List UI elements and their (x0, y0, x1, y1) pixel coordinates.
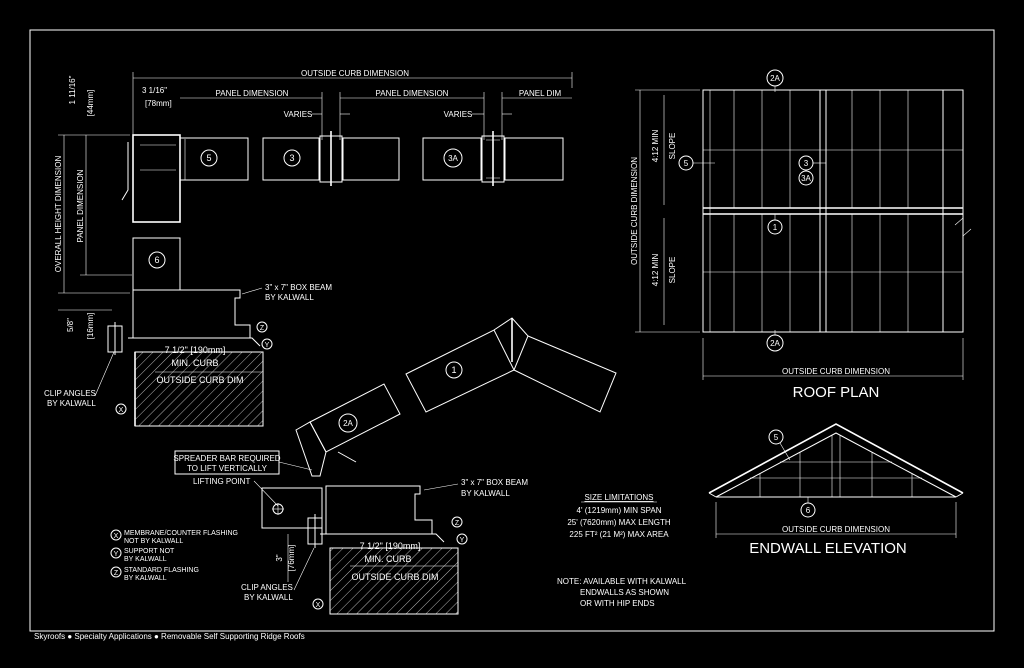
roof-plan-marker-2a-top: 2A (770, 74, 780, 83)
panel-dimension-vertical: PANEL DIMENSION (76, 169, 85, 242)
overall-height-label: OVERALL HEIGHT DIMENSION (54, 156, 63, 273)
legend-z-line-1: STANDARD FLASHING (124, 567, 199, 574)
outside-curb-dimension-label: OUTSIDE CURB DIMENSION (301, 69, 409, 78)
marker-y-upper: Y (265, 342, 270, 349)
outside-curb-dim-label-2: OUTSIDE CURB DIM (351, 572, 438, 582)
marker-y-lower: Y (460, 537, 465, 544)
marker-2a-ridge: 2A (343, 419, 353, 428)
outside-curb-dim-label: OUTSIDE CURB DIM (156, 375, 243, 385)
marker-z-upper: Z (260, 325, 265, 332)
endwall-outside-curb-label: OUTSIDE CURB DIMENSION (782, 525, 890, 534)
marker-z-lower: Z (455, 520, 460, 527)
spreader-bar-line-1: SPREADER BAR REQUIRED (173, 454, 280, 463)
legend-y-line-2: BY KALWALL (124, 556, 167, 563)
roof-plan-marker-1: 1 (773, 223, 778, 232)
lower-height-dim-text: 3" (275, 554, 284, 561)
height-dim-mm: [44mm] (86, 90, 95, 117)
box-beam-label-2: 3" x 7" BOX BEAM (461, 478, 528, 487)
note-line-1: NOTE: AVAILABLE WITH KALWALL (557, 577, 687, 586)
min-curb-dim-text: 7 1/2" [190mm] (165, 345, 226, 355)
sheet-border (29, 29, 995, 632)
roof-plan-marker-3: 3 (804, 159, 809, 168)
xyz-legend: X MEMBRANE/COUNTER FLASHING NOT BY KALWA… (110, 529, 238, 582)
ridge-assembly-detail: SPREADER BAR REQUIRED TO LIFT VERTICALLY… (173, 317, 617, 615)
flange-dim-text: 5/8" (66, 318, 75, 332)
marker-3-section: 3 (289, 153, 294, 163)
roof-plan-outside-curb-vertical: OUTSIDE CURB DIMENSION (630, 157, 639, 265)
slope-label-upper: SLOPE (668, 133, 677, 160)
footer-caption: Skyroofs ● Specialty Applications ● Remo… (34, 632, 305, 641)
size-limit-min-span: 4' (1219mm) MIN SPAN (577, 506, 662, 515)
note-line-2: ENDWALLS AS SHOWN (580, 588, 669, 597)
endwall-marker-6: 6 (806, 506, 811, 515)
panel-dim-label: PANEL DIM (519, 89, 562, 98)
height-dim-text: 1 11/16" (68, 75, 77, 104)
legend-z-symbol: Z (114, 570, 119, 577)
roof-plan-title: ROOF PLAN (793, 384, 880, 401)
roof-plan-marker-2a-bottom: 2A (770, 339, 780, 348)
varies-label-1: VARIES (284, 110, 313, 119)
legend-z-line-2: BY KALWALL (124, 575, 167, 582)
spreader-bar-line-2: TO LIFT VERTICALLY (187, 464, 268, 473)
endwall-elevation-title: ENDWALL ELEVATION (749, 540, 907, 557)
roof-plan-marker-3a: 3A (801, 174, 811, 183)
marker-x-lower: X (316, 602, 321, 609)
legend-y-symbol: Y (114, 551, 119, 558)
box-beam-by-kalwall-2: BY KALWALL (461, 489, 510, 498)
marker-1-ridge: 1 (451, 365, 456, 375)
legend-x-symbol: X (114, 533, 119, 540)
clip-angles-label-2: CLIP ANGLES (241, 583, 293, 592)
box-beam-by-kalwall-1: BY KALWALL (265, 293, 314, 302)
min-curb-dim-text-2: 7 1/2" [190mm] (360, 541, 421, 551)
roof-plan-outside-curb-horizontal: OUTSIDE CURB DIMENSION (782, 367, 890, 376)
endwall-elevation: 5 6 OUTSIDE CURB DIMENSION ENDWALL ELEVA… (708, 423, 964, 557)
note-line-3: OR WITH HIP ENDS (580, 599, 655, 608)
clip-angles-label-1: CLIP ANGLES (44, 389, 96, 398)
legend-y-line-1: SUPPORT NOT (124, 548, 175, 555)
lifting-point-label: LIFTING POINT (193, 477, 250, 486)
slope-pitch-lower: 4:12 MIN (651, 254, 660, 287)
marker-5-section: 5 (206, 153, 211, 163)
marker-x-upper: X (119, 407, 124, 414)
size-limitations-block: SIZE LIMITATIONS 4' (1219mm) MIN SPAN 25… (567, 493, 671, 539)
note-block: NOTE: AVAILABLE WITH KALWALL ENDWALLS AS… (557, 577, 687, 608)
panel-section-detail: OUTSIDE CURB DIMENSION 3 1/16" [78mm] PA… (44, 69, 573, 427)
legend-x-line-2: NOT BY KALWALL (124, 538, 183, 545)
slope-pitch-upper: 4:12 MIN (651, 130, 660, 163)
width-dim-text: 3 1/16" (142, 86, 167, 95)
slope-label-lower: SLOPE (668, 257, 677, 284)
varies-label-2: VARIES (444, 110, 473, 119)
legend-x-line-1: MEMBRANE/COUNTER FLASHING (124, 530, 238, 537)
box-beam-label-1: 3" x 7" BOX BEAM (265, 283, 332, 292)
marker-3a-section: 3A (448, 154, 458, 163)
endwall-marker-5: 5 (774, 433, 779, 442)
size-limit-max-length: 25' (7620mm) MAX LENGTH (567, 518, 671, 527)
size-limit-max-area: 225 FT² (21 M²) MAX AREA (569, 530, 669, 539)
min-curb-label-2: MIN. CURB (365, 554, 412, 564)
flange-dim-mm: [16mm] (86, 313, 95, 340)
clip-angles-by-kalwall-2: BY KALWALL (244, 593, 293, 602)
roof-plan-marker-5: 5 (684, 159, 689, 168)
roof-plan: OUTSIDE CURB DIMENSION 4:12 MIN SLOPE 4:… (630, 69, 972, 401)
panel-dimension-label-2: PANEL DIMENSION (376, 89, 449, 98)
panel-dimension-label-1: PANEL DIMENSION (216, 89, 289, 98)
min-curb-label: MIN. CURB (172, 358, 219, 368)
marker-6-section: 6 (154, 255, 159, 265)
clip-angles-by-kalwall-1: BY KALWALL (47, 399, 96, 408)
lower-height-dim-mm: [76mm] (287, 545, 296, 572)
width-dim-mm: [78mm] (145, 99, 172, 108)
callout-markers: 5 3 3A 6 1 2A Z Y X Z Y X (115, 148, 468, 610)
size-limitations-title: SIZE LIMITATIONS (584, 493, 653, 502)
